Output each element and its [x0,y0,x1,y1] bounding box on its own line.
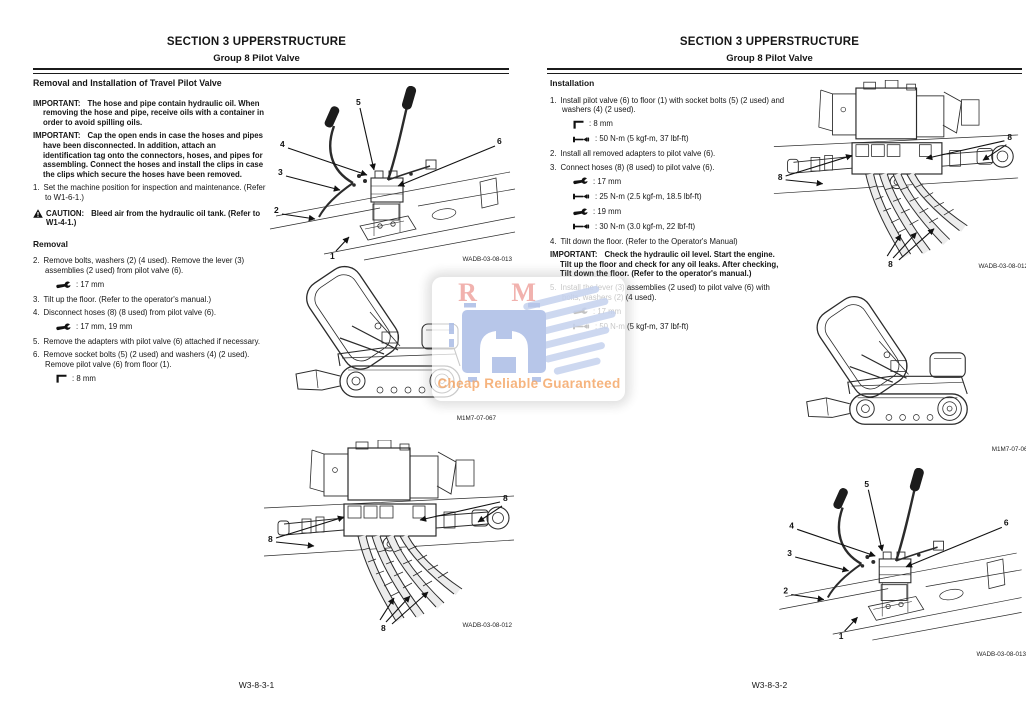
procedure-step-2: 2.Install all removed adapters to pilot … [550,149,716,159]
tool-spec-row: : 50 N-m (5 kgf-m, 37 lbf-ft) [573,134,788,144]
group-header: Group 8 Pilot Valve [726,53,813,64]
figure-caption: WADB-03-08-012 [978,263,1026,270]
figure-travel-pilot-valve-levers [777,468,1023,644]
figure-caption: WADB-03-08-013 [976,651,1026,658]
procedure-step-4: 4.Tilt down the floor. (Refer to the Ope… [550,237,738,247]
page-right: SECTION 3 UPPERSTRUCTURE Group 8 Pilot V… [513,0,1026,725]
procedure-step-1: 1.Install pilot valve (6) to floor (1) w… [550,95,785,115]
page-title: Removal and Installation of Travel Pilot… [33,78,222,88]
installation-heading: Installation [550,78,595,88]
wrench-icon [56,281,71,288]
figure-travel-pilot-valve-levers [268,86,516,264]
procedure-step-6: 6.Remove socket bolts (5) (2 used) and w… [33,350,250,370]
page-left: SECTION 3 UPPERSTRUCTURE Group 8 Pilot V… [33,36,516,690]
procedure-step-3: 3.Tilt up the floor. (Refer to the opera… [33,295,212,305]
figure-caption: M1M7-07-067 [991,446,1026,453]
figure-caption: WADB-03-08-012 [462,622,512,629]
torque-wrench-icon [573,223,590,230]
page-number-right: W3-8-3-2 [751,680,788,690]
torque-wrench-icon [573,136,590,143]
watermark-tagline: Cheap Reliable Guaranteed [437,376,621,391]
procedure-step-3: 3.Connect hoses (8) (8 used) to pilot va… [550,162,715,172]
section-header: SECTION 3 UPPERSTRUCTURE [166,36,347,48]
important-note-2: IMPORTANT:Cap the open ends in case the … [33,131,264,179]
caution-note: CAUTION:Bleed air from the hydraulic oil… [33,209,266,228]
left-text-column: Removal and Installation of Travel Pilot… [33,78,266,389]
tool-spec-row: : 25 N-m (2.5 kgf-m, 18.5 lbf-ft) [573,192,788,202]
procedure-step-2: 2.Remove bolts, washers (2) (4 used). Re… [33,256,245,275]
figure-caption: WADB-03-08-013 [462,256,512,263]
page-number-left: W3-8-3-1 [238,680,275,690]
tool-spec-row: : 8 mm [573,119,788,129]
procedure-step-1: 1.Set the machine position for inspectio… [33,183,266,202]
tool-spec-row: : 17 mm [573,177,788,187]
warning-triangle-icon [33,208,43,218]
hex-key-icon [573,120,584,129]
wrench-icon [573,208,588,215]
watermark-logo-letters: R M [458,278,550,307]
procedure-step-5: 5.Remove the adapters with pilot valve (… [33,337,261,347]
figure-pilot-valve-hoses [770,80,1022,268]
procedure-step-4: 4.Disconnect hoses (8) (8 used) from pil… [33,308,216,318]
section-header: SECTION 3 UPPERSTRUCTURE [679,36,860,48]
header-rule [547,68,1022,74]
watermark-overlay: R M Cheap Reliable Guaranteed [432,277,625,401]
tool-spec-row: : 17 mm [56,280,266,290]
figure-caption: M1M7-07-067 [456,415,496,422]
tool-spec-row: : 17 mm, 19 mm [56,322,266,332]
tool-spec-row: : 8 mm [56,374,266,384]
removal-heading: Removal [33,238,68,249]
wrench-icon [573,177,588,185]
hex-key-icon [56,375,67,384]
tool-spec-row: : 50 N-m (5 kgf-m, 37 lbf-ft) [573,322,788,332]
important-note-1: IMPORTANT:The hose and pipe contain hydr… [33,98,264,127]
important-note: IMPORTANT:Check the hydraulic oil level.… [550,250,779,279]
watermark-tool-logo-icon [449,285,616,382]
figure-pilot-valve-hoses [260,440,518,632]
group-header: Group 8 Pilot Valve [213,53,300,64]
figure-excavator-tilted-floor [806,292,968,425]
tool-spec-row: : 30 N-m (3.0 kgf-m, 22 lbf-ft) [573,222,788,232]
header-rule [33,68,509,74]
tool-spec-row: : 19 mm [573,207,788,217]
torque-wrench-icon [573,193,590,200]
wrench-icon [56,323,71,331]
